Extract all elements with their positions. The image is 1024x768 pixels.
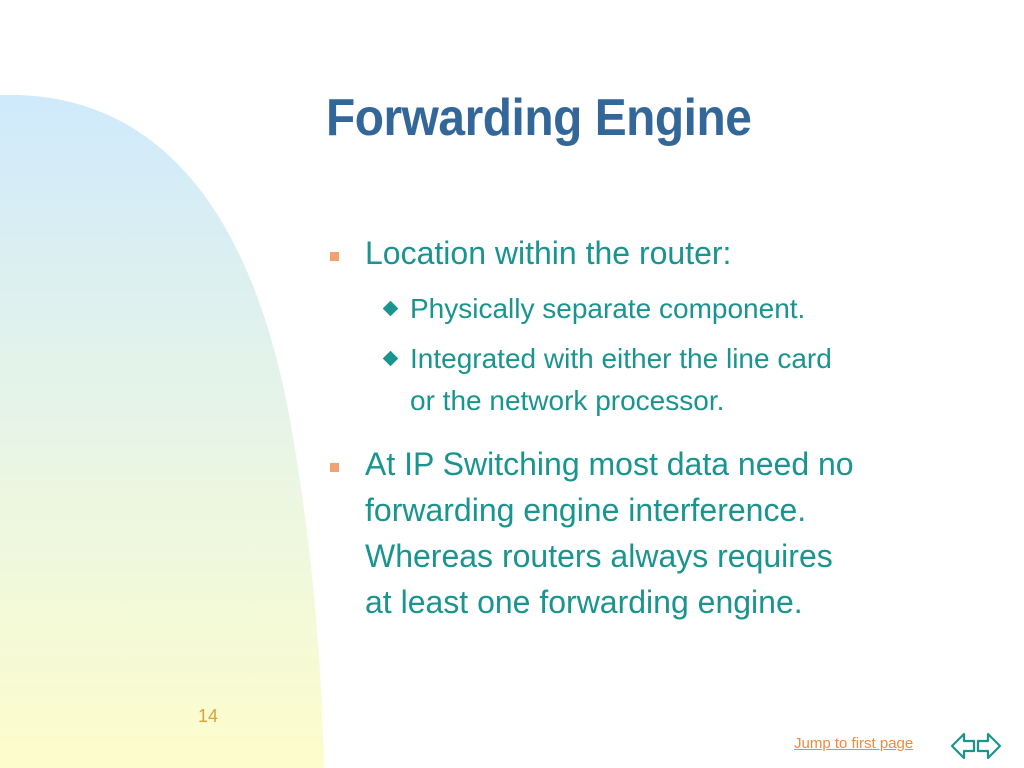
bullet-location: Location within the router:: [365, 235, 732, 271]
jump-to-first-page-link[interactable]: Jump to first page: [794, 735, 914, 752]
bullet-ip-switching-line-4: at least one forwarding engine.: [365, 584, 803, 620]
square-bullet-icon: [330, 252, 339, 261]
bullet-ip-switching-line-2: forwarding engine interference.: [365, 492, 807, 528]
sub-bullet-physically-separate: Physically separate component.: [410, 293, 806, 324]
sub-bullet-integrated-line-1: Integrated with either the line card: [410, 343, 832, 374]
bullet-ip-switching-line-1: At IP Switching most data need no: [365, 446, 854, 482]
left-right-arrows-icon[interactable]: [950, 730, 1002, 762]
bullet-ip-switching-line-3: Whereas routers always requires: [365, 538, 833, 574]
bullet-ip-switching: At IP Switching most data need no forwar…: [365, 441, 854, 625]
slide-title: Forwarding Engine: [326, 89, 752, 147]
square-bullet-icon: [330, 463, 339, 472]
sub-bullet-integrated: Integrated with either the line card or …: [410, 336, 832, 424]
page-number: 14: [198, 706, 219, 726]
sub-bullet-integrated-line-2: or the network processor.: [410, 385, 725, 416]
